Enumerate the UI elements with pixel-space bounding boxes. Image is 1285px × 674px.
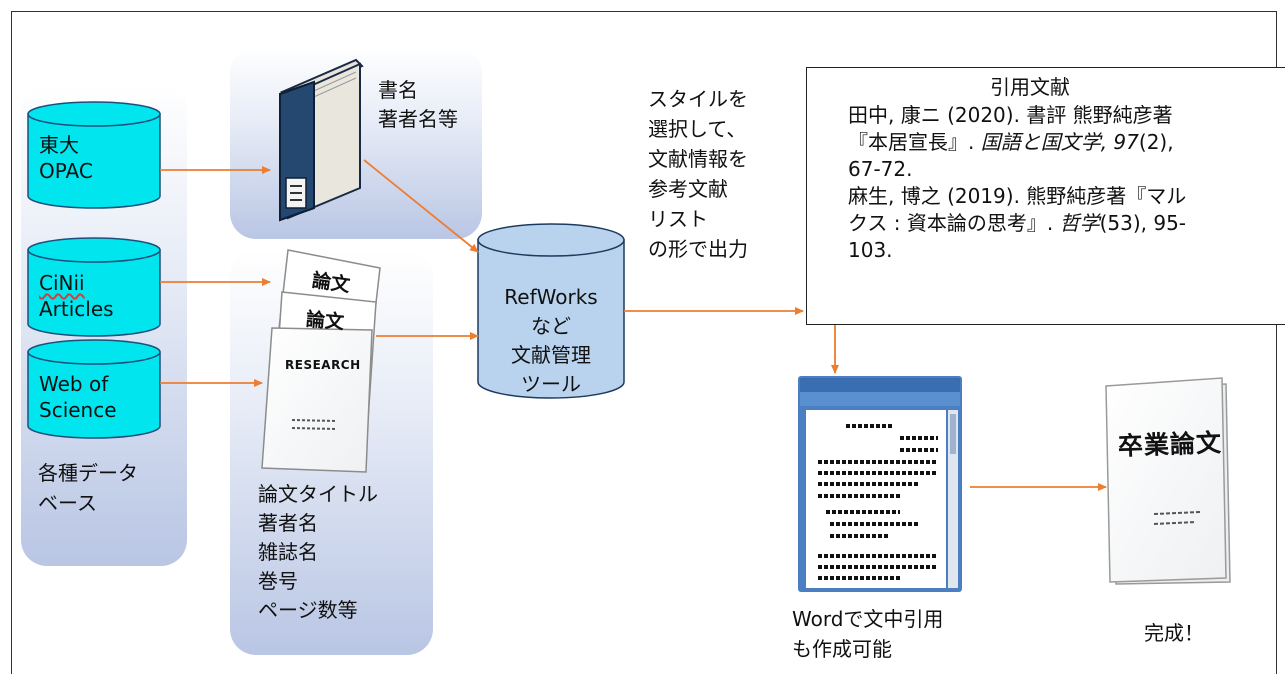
reference-entry2-pages: (53), 95- (1099, 211, 1187, 235)
database-caption-line1: 各種データ (38, 461, 138, 485)
reference-entry2-line2: クス : 資本論の思考』. 哲学(53), 95- (848, 210, 1186, 237)
thesis-caption: 完成！ (1144, 621, 1204, 645)
reference-entry1-line1: 田中, 康ニ (2020). 書評 熊野純彦著 (848, 103, 1173, 127)
refworks-label-line1: RefWorks (504, 285, 598, 309)
style-output-text: スタイルを 選択して、 文献情報を 参考文献 リスト の形で出力 (648, 84, 748, 264)
reference-entry1-line3: 67-72. (848, 157, 913, 181)
paper-stamp-1: 論文 (310, 269, 352, 297)
book-illustration (279, 58, 364, 222)
paper-caption-title: 論文タイトル (258, 482, 378, 506)
todai-label-line2: OPAC (39, 159, 93, 183)
cinii-label-line1: CiNii (39, 271, 85, 295)
flow-arrows (160, 159, 1107, 491)
reference-entry2-line1: 麻生, 博之 (2019). 熊野純彦著『マル (848, 184, 1187, 208)
style-text-line3: 文献情報を (648, 147, 748, 171)
cinii-label: CiNii Articles (39, 270, 114, 322)
cinii-cylinder (27, 237, 161, 337)
wos-label-line1: Web of (39, 372, 109, 396)
style-text-line4: 参考文献 (648, 177, 728, 201)
outer-frame (11, 11, 1277, 674)
arrow-book-to-refworks (363, 159, 479, 253)
paper-stamp-2: 論文 (305, 308, 345, 334)
database-caption: 各種データ ベース (38, 458, 138, 518)
style-text-line2: 選択して、 (648, 117, 747, 141)
reference-entry2-journal: 哲学 (1059, 211, 1100, 235)
web-of-science-label: Web of Science (39, 371, 117, 423)
todai-opac-cylinder (27, 101, 161, 209)
reference-entry2-book-title: クス : 資本論の思考』. (848, 211, 1060, 235)
todai-label-line1: 東大 (39, 133, 79, 157)
reference-entry1-book-title: 『本居宣長』. (848, 130, 981, 154)
thesis-illustration (1105, 377, 1231, 585)
thesis-title: 卒業論文 (1117, 428, 1223, 461)
reference-list-heading: 引用文献 (990, 75, 1070, 99)
book-caption-line2: 著者名等 (378, 107, 458, 131)
paper-stack-illustration (261, 249, 381, 473)
reference-list-box (806, 67, 1285, 325)
refworks-label: RefWorks など 文献管理 ツール (478, 283, 624, 399)
refworks-label-line3: 文献管理 (511, 343, 591, 367)
paper-caption-journal: 雑誌名 (258, 540, 318, 564)
style-text-line5: リスト (648, 207, 708, 231)
wos-label-line2: Science (39, 398, 117, 422)
reference-entry1-journal: 国語と国文学, 97 (980, 130, 1139, 154)
todai-opac-label: 東大 OPAC (39, 132, 93, 184)
refworks-cylinder (477, 223, 625, 399)
refworks-label-line4: ツール (521, 372, 581, 396)
book-caption-line1: 書名 (378, 78, 418, 102)
reference-entry1-line2: 『本居宣長』. 国語と国文学, 97(2), (848, 129, 1174, 156)
paper-caption-pages: ページ数等 (258, 598, 358, 622)
book-caption: 書名 著者名等 (378, 76, 458, 134)
web-of-science-cylinder (27, 339, 161, 439)
refworks-label-line2: など (531, 314, 571, 338)
reference-entry2-line3: 103. (848, 238, 893, 262)
reference-entry1-issue: (2), (1138, 130, 1174, 154)
cinii-label-line2: Articles (39, 297, 114, 321)
word-caption-line2: も作成可能 (792, 637, 892, 661)
paper-caption: 論文タイトル 著者名 雑誌名 巻号 ページ数等 (258, 480, 378, 625)
database-caption-line2: ベース (38, 491, 97, 515)
paper-stamp-research: RESEARCH (285, 358, 361, 372)
style-text-line6: の形で出力 (648, 237, 748, 261)
word-caption: Wordで文中引用 も作成可能 (792, 604, 943, 664)
paper-caption-volume: 巻号 (258, 569, 298, 593)
word-document-illustration (798, 376, 962, 592)
paper-caption-author: 著者名 (258, 511, 318, 535)
style-text-line1: スタイルを (648, 87, 748, 111)
word-caption-line1: Wordで文中引用 (792, 607, 944, 631)
